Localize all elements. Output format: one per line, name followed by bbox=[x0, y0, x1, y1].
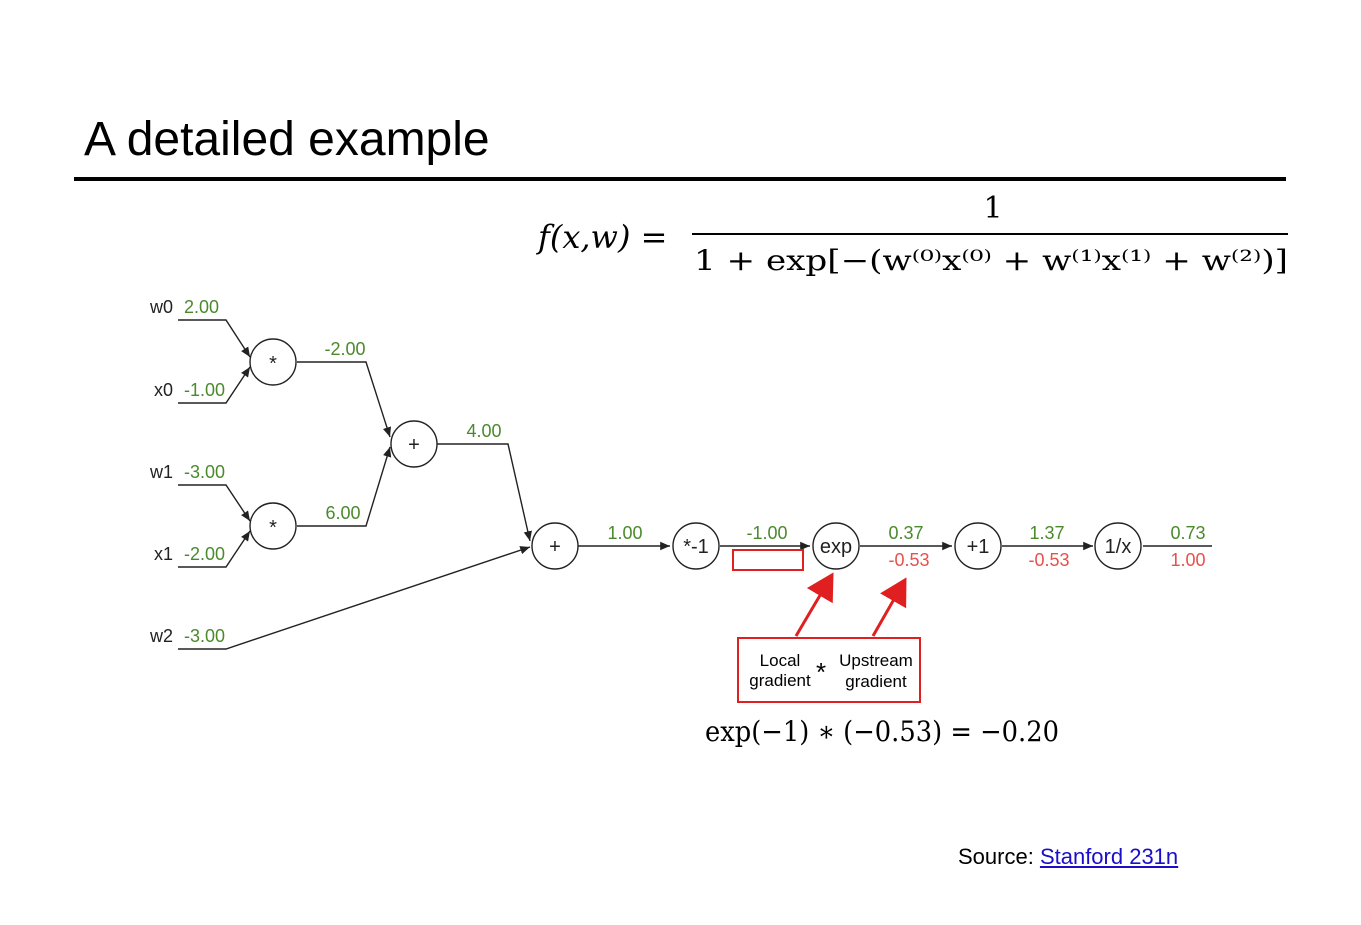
edge-gradient-plus1: -0.53 bbox=[1028, 550, 1069, 570]
source-citation: Source: Stanford 231n bbox=[958, 844, 1178, 870]
upstream-label-line1: Upstream bbox=[839, 651, 913, 670]
local-label-line2: gradient bbox=[749, 671, 811, 690]
input-value-w1: -3.00 bbox=[184, 462, 225, 482]
gradient-callout-box bbox=[737, 637, 921, 703]
edge-value-add1: 4.00 bbox=[466, 421, 501, 441]
edge-value-add2: 1.00 bbox=[607, 523, 642, 543]
callout-text: Local gradient * Upstream gradient bbox=[749, 651, 913, 691]
edge-value-plus1: 1.37 bbox=[1029, 523, 1064, 543]
reciprocal-node-label: 1/x bbox=[1105, 536, 1132, 558]
input-name-w2: w2 bbox=[149, 626, 173, 646]
sigmoid-formula: f(x,w) = 1 1 + exp[−(w⁽⁰⁾x⁽⁰⁾ + w⁽¹⁾x⁽¹⁾… bbox=[536, 191, 1288, 277]
input-name-w1: w1 bbox=[149, 462, 173, 482]
add-node-1-label: + bbox=[408, 434, 420, 456]
input-name-x0: x0 bbox=[154, 380, 173, 400]
multiply-node-1 bbox=[249, 338, 297, 386]
exp-node-label: exp bbox=[820, 536, 852, 558]
edge-gradient-inv: 1.00 bbox=[1170, 550, 1205, 570]
local-gradient-arrow bbox=[794, 572, 834, 637]
add-node-2-label: + bbox=[549, 536, 561, 558]
plus-one-node bbox=[954, 522, 1002, 570]
multiply-node-2 bbox=[249, 502, 297, 550]
callout-arrows bbox=[794, 572, 907, 637]
edge-value-mul1: -2.00 bbox=[324, 339, 365, 359]
input-labels: w0 2.00 x0 -1.00 w1 -3.00 x1 -2.00 w2 -3… bbox=[149, 297, 225, 646]
input-name-x1: x1 bbox=[154, 544, 173, 564]
multiply-star: * bbox=[816, 657, 826, 687]
node-labels: * * + + *-1 exp +1 1/x bbox=[269, 353, 1131, 558]
negate-node bbox=[672, 522, 720, 570]
graph-nodes bbox=[249, 338, 1142, 570]
input-wires bbox=[178, 319, 1212, 650]
edge-gradient-exp: -0.53 bbox=[888, 550, 929, 570]
edge-value-exp: 0.37 bbox=[888, 523, 923, 543]
formula-denominator: 1 + exp[−(w⁽⁰⁾x⁽⁰⁾ + w⁽¹⁾x⁽¹⁾ + w⁽²⁾)] bbox=[694, 244, 1288, 277]
edge-value-mul2: 6.00 bbox=[325, 503, 360, 523]
edge-value-inv: 0.73 bbox=[1170, 523, 1205, 543]
input-value-x1: -2.00 bbox=[184, 544, 225, 564]
source-link[interactable]: Stanford 231n bbox=[1039, 844, 1179, 869]
add-node-2 bbox=[531, 522, 579, 570]
formula-lhs: f(x,w) = bbox=[536, 218, 667, 256]
upstream-gradient-arrow bbox=[871, 577, 907, 637]
add-node-1 bbox=[390, 420, 438, 468]
input-value-w2: -3.00 bbox=[184, 626, 225, 646]
input-name-w0: w0 bbox=[149, 297, 173, 317]
slide-title: A detailed example bbox=[84, 113, 490, 166]
input-value-x0: -1.00 bbox=[184, 380, 225, 400]
local-label-line1: Local bbox=[760, 651, 801, 670]
plus-one-node-label: +1 bbox=[967, 536, 990, 558]
upstream-label-line2: gradient bbox=[845, 672, 907, 691]
gradient-equation: exp(−1) ∗ (−0.53) = −0.20 bbox=[705, 715, 1059, 748]
missing-gradient-box bbox=[732, 549, 804, 571]
reciprocal-node bbox=[1094, 522, 1142, 570]
exp-node bbox=[812, 522, 860, 570]
input-value-w0: 2.00 bbox=[184, 297, 219, 317]
multiply-node-1-label: * bbox=[269, 353, 277, 375]
title-divider bbox=[74, 177, 1286, 181]
edge-value-neg: -1.00 bbox=[746, 523, 787, 543]
formula-numerator: 1 bbox=[983, 191, 1002, 226]
source-prefix: Source: bbox=[958, 844, 1040, 869]
negate-node-label: *-1 bbox=[683, 536, 709, 558]
edge-values: -2.00 6.00 4.00 1.00 -1.00 0.37 -0.53 1.… bbox=[324, 339, 1205, 570]
multiply-node-2-label: * bbox=[269, 517, 277, 539]
